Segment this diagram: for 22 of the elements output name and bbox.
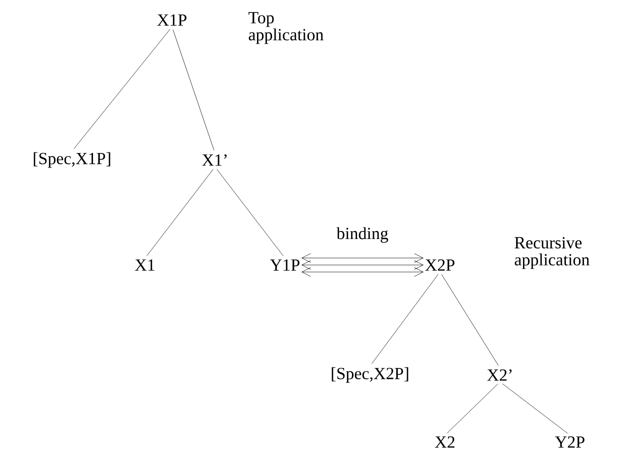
tree-branch <box>372 274 438 364</box>
tree-label: X1P <box>157 14 186 26</box>
binding-arrows <box>302 253 424 277</box>
tree-branch <box>446 384 498 434</box>
tree-branch <box>441 274 499 366</box>
tree-label: Y2P <box>555 436 584 448</box>
tree-label: X2 <box>435 436 454 448</box>
tree-label: Y1P <box>270 259 300 271</box>
tree-branch <box>502 383 568 434</box>
tree-label: X2P <box>425 259 454 271</box>
edge-label: binding <box>336 227 388 243</box>
note-text: Top application <box>248 12 324 44</box>
tree-label: X1 <box>135 259 154 271</box>
tree-label: X1’ <box>202 154 227 166</box>
tree-label: X2’ <box>487 369 512 381</box>
tree-label: [Spec,X1P] <box>34 152 110 168</box>
tree-branch <box>172 29 214 150</box>
tree-branch <box>216 169 284 256</box>
tree-branch <box>74 28 170 149</box>
tree-branch <box>146 169 214 256</box>
note-text: Recursive application <box>514 237 590 269</box>
tree-label: [Spec,X2P] <box>332 367 408 383</box>
